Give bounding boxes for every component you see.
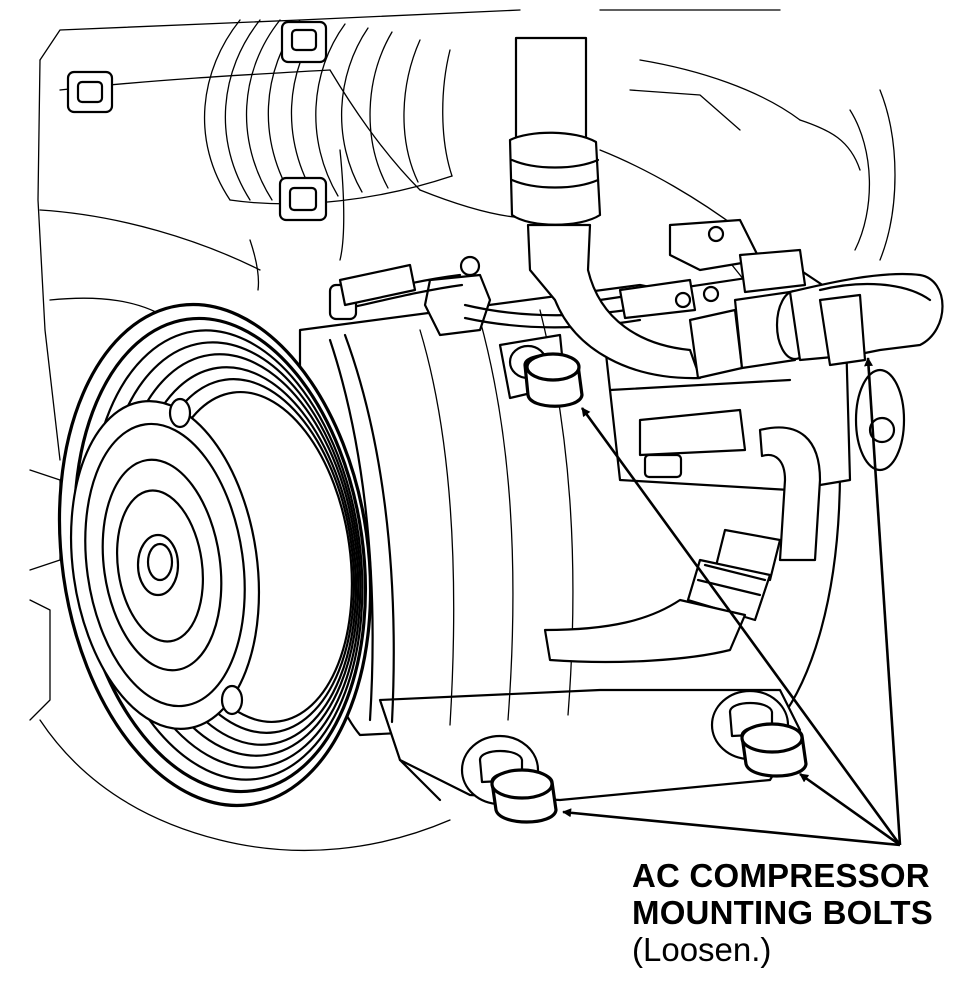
discharge-hose [543, 426, 822, 664]
callout-leaders [562, 357, 902, 847]
mounting-bolt-lower-left [460, 734, 558, 824]
engine-block [29, 9, 896, 852]
engine-bolt-1 [66, 70, 114, 114]
mounting-bolt-lower-right [710, 689, 808, 778]
callout-line-1: AC COMPRESSOR [632, 857, 930, 894]
wire-harness [328, 255, 642, 329]
engine-bolt-3 [278, 176, 328, 222]
suction-hose [508, 36, 944, 380]
mounting-bolt-upper-right [818, 293, 906, 472]
callout-line-2: MOUNTING BOLTS [632, 893, 933, 931]
engine-pulley [203, 19, 453, 205]
engine-bolt-2 [280, 20, 328, 64]
callout-line-3: (Loosen.) [632, 930, 772, 968]
clutch-pulley [57, 302, 373, 808]
callout-label: AC COMPRESSOR MOUNTING BOLTS (Loosen.) [632, 857, 933, 969]
mounting-bolt-upper [498, 333, 584, 408]
